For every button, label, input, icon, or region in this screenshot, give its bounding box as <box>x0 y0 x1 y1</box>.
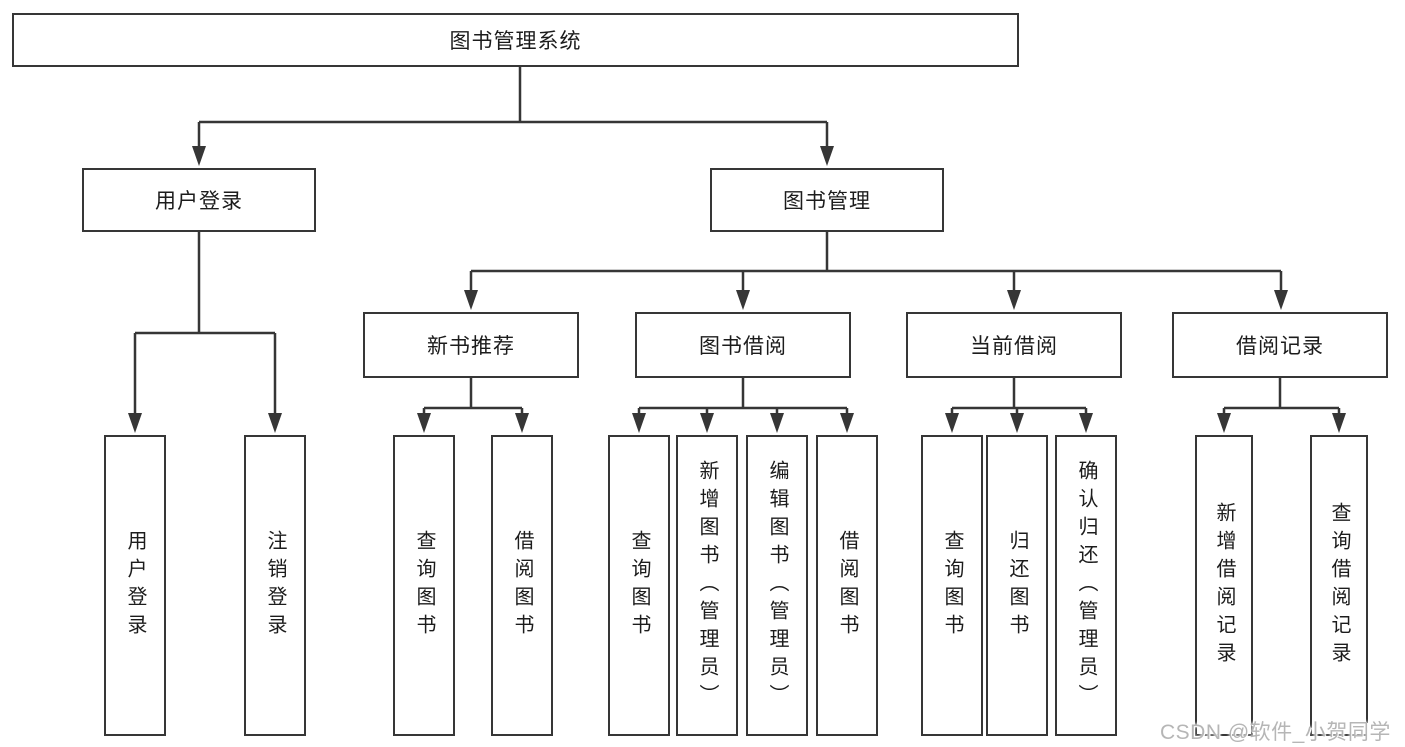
node-leaf-edit-books-admin: 编辑图书（管理员） <box>746 435 808 736</box>
node-leaf-query-books-borrow-label: 查询图书 <box>628 529 650 642</box>
node-current-borrow: 当前借阅 <box>906 312 1122 378</box>
node-root: 图书管理系统 <box>12 13 1019 67</box>
node-leaf-user-login-label: 用户登录 <box>124 529 146 642</box>
node-leaf-add-borrow-record: 新增借阅记录 <box>1195 435 1253 736</box>
node-new-book-recommend-label: 新书推荐 <box>427 335 515 358</box>
node-leaf-borrow-books-recommend-label: 借阅图书 <box>511 529 533 642</box>
node-leaf-add-borrow-record-label: 新增借阅记录 <box>1213 501 1235 670</box>
node-leaf-query-books-recommend: 查询图书 <box>393 435 455 736</box>
node-root-label: 图书管理系统 <box>449 30 582 53</box>
node-leaf-query-borrow-record: 查询借阅记录 <box>1310 435 1368 736</box>
node-leaf-borrow-books: 借阅图书 <box>816 435 878 736</box>
arrowheads <box>128 146 1346 433</box>
watermark: CSDN @软件_小贺同学 <box>1160 721 1391 744</box>
node-leaf-edit-books-admin-label: 编辑图书（管理员） <box>766 459 788 712</box>
node-leaf-query-books-recommend-label: 查询图书 <box>413 529 435 642</box>
node-current-borrow-label: 当前借阅 <box>970 335 1058 358</box>
node-borrow-records-label: 借阅记录 <box>1236 335 1324 358</box>
node-user-login-label: 用户登录 <box>155 190 243 213</box>
node-leaf-query-borrow-record-label: 查询借阅记录 <box>1328 501 1350 670</box>
node-book-borrow-label: 图书借阅 <box>699 335 787 358</box>
node-leaf-user-login: 用户登录 <box>104 435 166 736</box>
node-leaf-return-books-label: 归还图书 <box>1006 529 1028 642</box>
node-book-management-label: 图书管理 <box>783 190 871 213</box>
node-leaf-query-books-current: 查询图书 <box>921 435 983 736</box>
node-book-borrow: 图书借阅 <box>635 312 851 378</box>
node-leaf-confirm-return-admin: 确认归还（管理员） <box>1055 435 1117 736</box>
node-leaf-logout: 注销登录 <box>244 435 306 736</box>
node-leaf-add-books-admin-label: 新增图书（管理员） <box>696 459 718 712</box>
node-leaf-borrow-books-label: 借阅图书 <box>836 529 858 642</box>
node-book-management: 图书管理 <box>710 168 944 232</box>
node-user-login: 用户登录 <box>82 168 316 232</box>
node-leaf-borrow-books-recommend: 借阅图书 <box>491 435 553 736</box>
node-leaf-add-books-admin: 新增图书（管理员） <box>676 435 738 736</box>
node-leaf-query-books-current-label: 查询图书 <box>941 529 963 642</box>
node-borrow-records: 借阅记录 <box>1172 312 1388 378</box>
node-leaf-confirm-return-admin-label: 确认归还（管理员） <box>1075 459 1097 712</box>
node-leaf-query-books-borrow: 查询图书 <box>608 435 670 736</box>
node-new-book-recommend: 新书推荐 <box>363 312 579 378</box>
node-leaf-logout-label: 注销登录 <box>264 529 286 642</box>
node-leaf-return-books: 归还图书 <box>986 435 1048 736</box>
